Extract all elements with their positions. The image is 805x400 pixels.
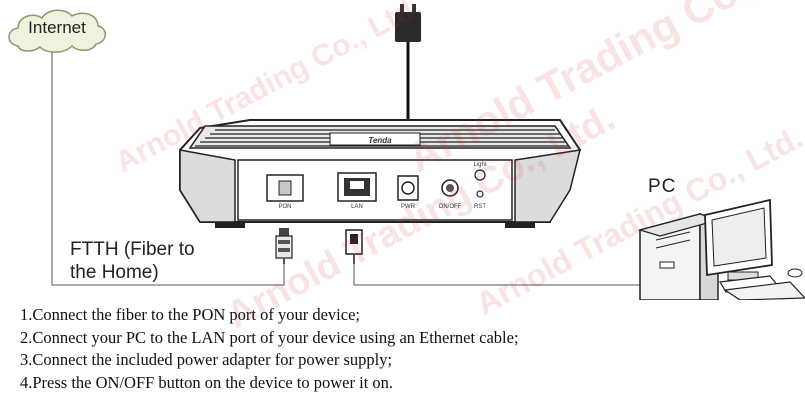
lan-port-label: LAN <box>351 204 363 210</box>
pwr-port-label: PWR <box>401 204 415 210</box>
onoff-label: ON/OFF <box>438 204 462 210</box>
internet-label: Internet <box>28 18 86 37</box>
ethernet-cable-line <box>353 264 660 286</box>
ftth-label-line2: the Home) <box>70 262 159 283</box>
mouse-icon <box>787 268 803 278</box>
device-logo: Tenda <box>368 136 392 145</box>
rst-label: RST <box>474 204 486 210</box>
instruction-step: 4.Press the ON/OFF button on the device … <box>20 372 394 392</box>
instruction-step: 3.Connect the included power adapter for… <box>20 350 393 369</box>
ethernet-connector-icon <box>345 229 363 264</box>
internet-fiber-line <box>51 52 285 286</box>
reset-button-icon <box>476 190 484 198</box>
pc-tower-icon <box>637 212 721 300</box>
ftth-label: FTTH (Fiber to the Home) <box>70 238 230 284</box>
instruction-step: 1.Connect the fiber to the PON port of y… <box>20 305 360 324</box>
light-indicator-icon <box>474 169 486 181</box>
light-label: Light <box>473 162 487 168</box>
connection-diagram <box>8 4 805 300</box>
internet-cloud-icon <box>8 9 106 53</box>
ftth-label-line1: FTTH (Fiber to <box>70 239 195 260</box>
pc-monitor-icon <box>704 198 780 293</box>
instruction-list: 1.Connect the fiber to the PON port of y… <box>20 304 519 394</box>
ont-device <box>179 119 582 228</box>
keyboard-icon <box>723 281 805 300</box>
instruction-step: 2.Connect your PC to the LAN port of you… <box>20 327 519 347</box>
pc-label: PC <box>648 176 677 197</box>
fiber-connector-icon <box>275 228 293 264</box>
pon-port-label: PON <box>278 204 292 210</box>
